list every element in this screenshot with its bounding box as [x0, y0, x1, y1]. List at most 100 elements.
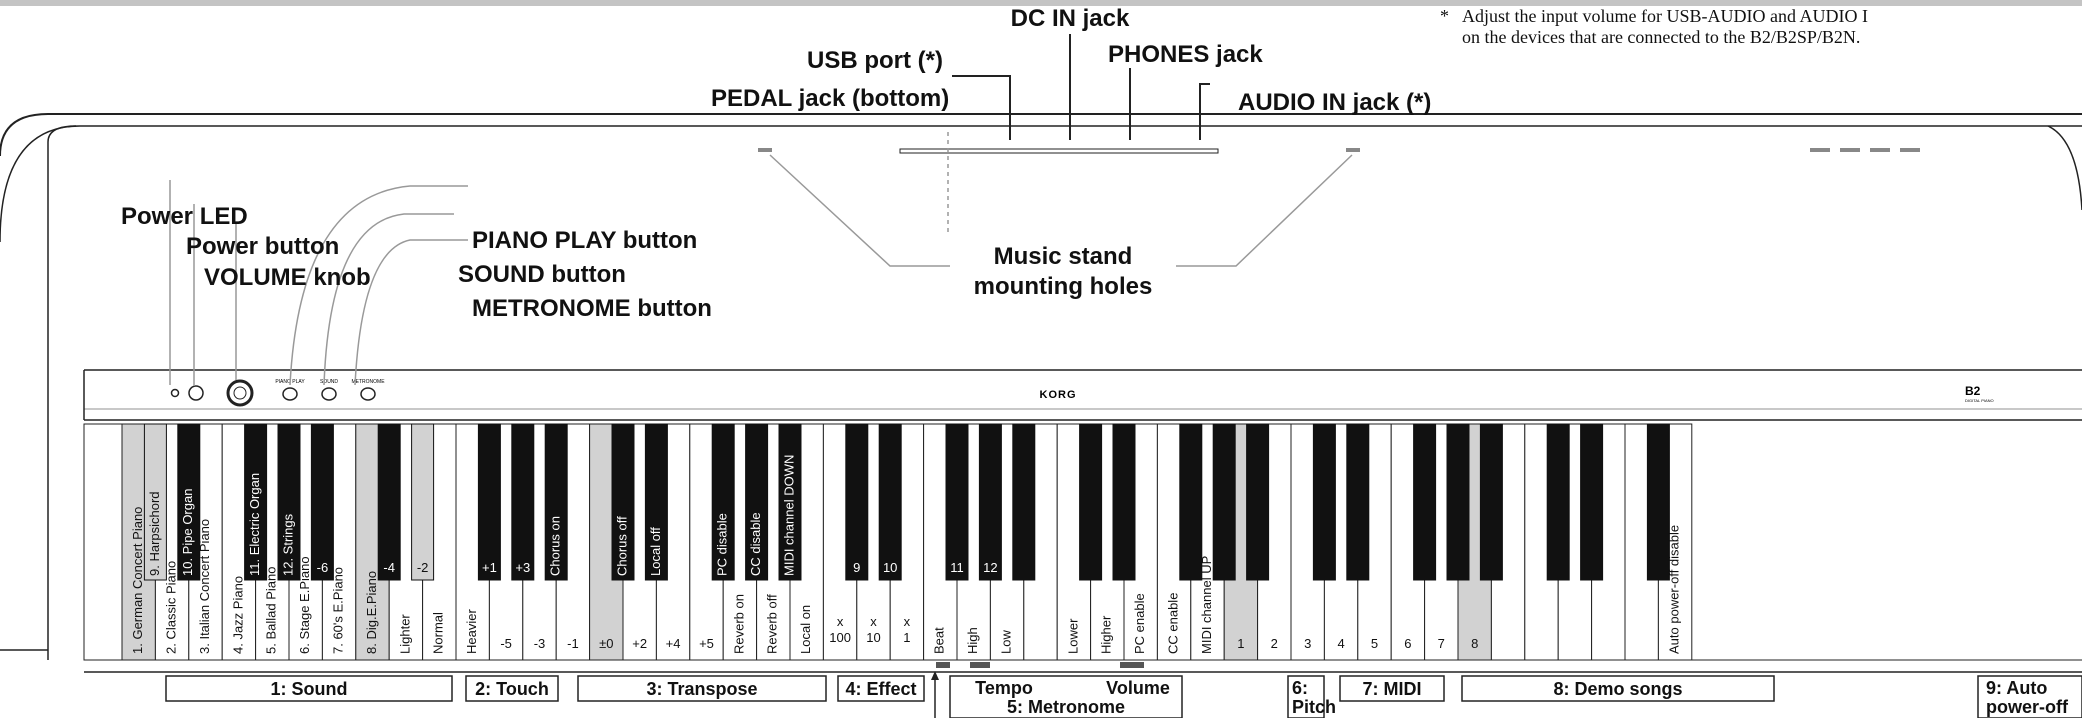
white-key-label: Normal [431, 612, 446, 654]
black-key[interactable] [477, 423, 501, 581]
group-auto-label-2: power-off [1986, 697, 2069, 717]
white-key-label: 1 [1237, 636, 1244, 651]
group-box-touch [465, 675, 559, 702]
black-key[interactable] [1112, 423, 1136, 581]
black-key[interactable] [1012, 423, 1036, 581]
white-key-label: 5 [1371, 636, 1378, 651]
sound-button-label: SOUND button [458, 261, 626, 288]
usb-port-label: USB port (*) [807, 47, 943, 74]
black-key[interactable] [745, 423, 769, 581]
white-key-label: Local on [798, 605, 813, 654]
power-button[interactable] [188, 385, 204, 401]
black-key[interactable] [511, 423, 535, 581]
group-volume-label: Volume [1106, 678, 1170, 698]
group-pitch-label-2: Pitch [1292, 697, 1336, 717]
usb-audio-footnote: * Adjust the input volume for USB-AUDIO a… [1440, 6, 1868, 48]
music-stand-leaders [769, 154, 1353, 267]
top-jack-plate [899, 148, 1219, 154]
black-key-label: +3 [515, 560, 530, 575]
sound-button[interactable] [321, 387, 337, 401]
black-key[interactable] [1179, 423, 1203, 581]
body-top-edge [0, 125, 2082, 243]
white-key-label: Reverb off [765, 594, 780, 654]
metronome-tiny-label: METRONOME [351, 379, 385, 385]
group-box-effect [837, 675, 925, 702]
metronome-button[interactable] [360, 387, 376, 401]
black-key[interactable] [143, 423, 167, 581]
group-box-demo [1461, 675, 1775, 702]
music-stand-label-2: mounting holes [974, 273, 1153, 300]
white-key-label: Reverb on [731, 594, 746, 654]
black-key[interactable] [1079, 423, 1103, 581]
power-button-label: Power button [186, 233, 339, 260]
group-touch-label: 2: Touch [475, 679, 549, 699]
function-groups: 1: Sound 2: Touch 3: Transpose 4: Effect… [165, 675, 2082, 718]
black-key[interactable] [878, 423, 902, 581]
black-key[interactable] [644, 423, 668, 581]
rear-controls [1810, 148, 1920, 152]
black-key[interactable] [277, 423, 301, 581]
black-key[interactable] [945, 423, 969, 581]
piano-play-button[interactable] [282, 387, 298, 401]
black-key-label: +1 [482, 560, 497, 575]
black-key[interactable] [1646, 423, 1670, 581]
black-key[interactable] [1580, 423, 1604, 581]
black-key-label: Local off [648, 527, 663, 576]
black-key[interactable] [377, 423, 401, 581]
black-key[interactable] [1446, 423, 1470, 581]
black-key[interactable] [778, 423, 802, 581]
white-key-label: -3 [534, 636, 546, 651]
black-key[interactable] [1212, 423, 1236, 581]
pedal-jack-label: PEDAL jack (bottom) [711, 85, 949, 112]
black-key[interactable] [244, 423, 268, 581]
power-led [170, 388, 180, 398]
black-key[interactable] [1312, 423, 1336, 581]
black-key[interactable] [711, 423, 735, 581]
group-pitch-label-1: 6: [1292, 678, 1308, 698]
black-key[interactable] [1346, 423, 1370, 581]
black-key[interactable] [611, 423, 635, 581]
group-box-midi [1339, 675, 1445, 702]
footnote-line-1: Adjust the input volume for USB-AUDIO an… [1462, 6, 1868, 26]
left-callout-leaders [169, 180, 468, 386]
black-key[interactable] [544, 423, 568, 581]
black-key[interactable] [310, 423, 334, 581]
black-key-label: -6 [317, 560, 329, 575]
black-key[interactable] [177, 423, 201, 581]
group-effect-label: 4: Effect [845, 679, 916, 699]
black-key-label: CC disable [748, 512, 763, 576]
black-key[interactable] [845, 423, 869, 581]
black-key[interactable] [411, 423, 435, 581]
model-subtitle: DIGITAL PIANO [1965, 398, 1994, 403]
black-key[interactable] [1546, 423, 1570, 581]
volume-knob[interactable] [226, 379, 254, 407]
group-auto-label-1: 9: Auto [1986, 678, 2047, 698]
white-key-label: PC enable [1132, 593, 1147, 654]
white-key-label: Auto power-off disable [1667, 525, 1682, 654]
sound-tiny-label: SOUND [320, 379, 338, 385]
group-transpose-label: 3: Transpose [646, 679, 757, 699]
black-key[interactable] [1246, 423, 1270, 581]
black-key-label: 11. Electric Organ [247, 473, 262, 576]
black-key[interactable] [978, 423, 1002, 581]
footnote-line-2: on the devices that are connected to the… [1462, 27, 1861, 47]
footnote-marker: * [1440, 6, 1449, 26]
white-key-label: ±0 [599, 636, 613, 651]
metronome-button-label: METRONOME button [472, 295, 712, 322]
white-key-label: -1 [567, 636, 579, 651]
black-key[interactable] [1479, 423, 1503, 581]
white-key-label: -5 [500, 636, 512, 651]
group-box-transpose [577, 675, 827, 702]
group-midi-label: 7: MIDI [1362, 679, 1421, 699]
white-key-label: Higher [1099, 615, 1114, 654]
audio-in-label: AUDIO IN jack (*) [1238, 89, 1431, 116]
white-key-label: +2 [632, 636, 647, 651]
white-key-label: 2 [1271, 636, 1278, 651]
black-key-label: PC disable [715, 513, 730, 576]
black-key[interactable] [1413, 423, 1437, 581]
